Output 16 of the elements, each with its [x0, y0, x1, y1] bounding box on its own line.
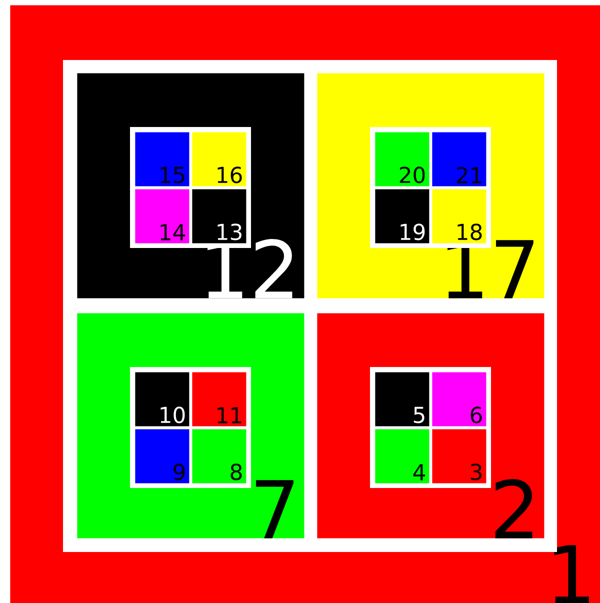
cell: 6: [432, 372, 486, 426]
cell: 10: [135, 372, 190, 426]
cell: 11: [192, 372, 246, 426]
cell: 18: [432, 189, 486, 244]
cell: 8: [192, 429, 246, 484]
cell: 21: [432, 132, 486, 186]
cell: 15: [135, 132, 190, 186]
cell: 5: [375, 372, 430, 426]
cell: 14: [135, 189, 190, 244]
cell: 20: [375, 132, 430, 186]
cell: 16: [192, 132, 246, 186]
cell: 19: [375, 189, 430, 244]
cell: 13: [192, 189, 246, 244]
cell: 4: [375, 429, 430, 484]
cell: 3: [432, 429, 486, 484]
cell: 9: [135, 429, 190, 484]
